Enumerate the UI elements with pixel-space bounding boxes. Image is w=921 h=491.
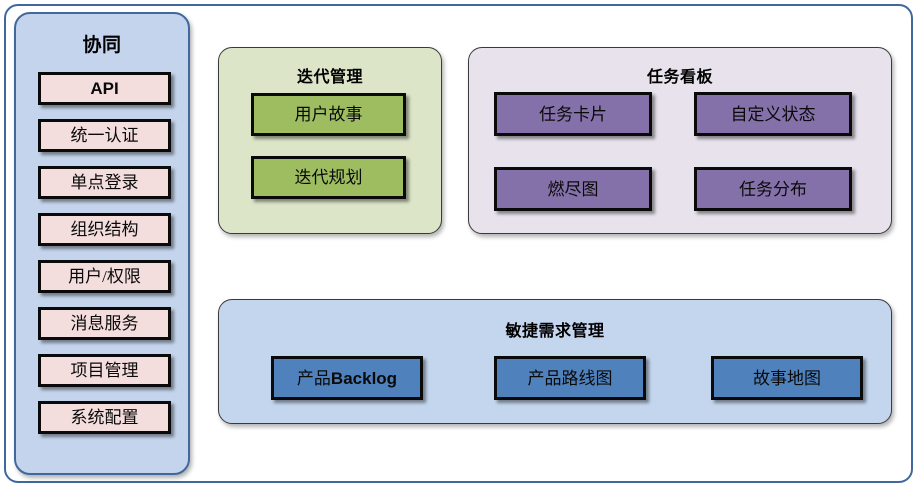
- collaboration-panel[interactable]: 协同 API 统一认证 单点登录 组织结构 用户/权限 消息服务 项目管理 系统…: [14, 12, 190, 475]
- collab-item-project-management[interactable]: 项目管理: [38, 354, 171, 387]
- taskboard-item-burndown-chart-label: 燃尽图: [547, 179, 599, 199]
- taskboard-item-burndown-chart[interactable]: 燃尽图: [494, 167, 652, 211]
- collab-item-api-label: API: [90, 79, 119, 98]
- iteration-panel[interactable]: 迭代管理 用户故事 迭代规划: [218, 47, 442, 234]
- taskboard-item-task-distribution[interactable]: 任务分布: [694, 167, 852, 211]
- agile-item-story-map[interactable]: 故事地图: [711, 356, 863, 400]
- collab-item-org-structure-label: 组织结构: [70, 220, 139, 239]
- agile-item-story-map-label: 故事地图: [753, 368, 821, 388]
- collab-item-system-config-label: 系统配置: [70, 408, 139, 427]
- collab-item-message-service[interactable]: 消息服务: [38, 307, 171, 340]
- collab-item-sso[interactable]: 单点登录: [38, 166, 171, 199]
- taskboard-item-task-card[interactable]: 任务卡片: [494, 92, 652, 136]
- collab-item-message-service-label: 消息服务: [70, 314, 139, 333]
- collab-item-unified-auth-label: 统一认证: [70, 126, 139, 145]
- taskboard-item-custom-status-label: 自定义状态: [730, 104, 816, 124]
- collab-item-api[interactable]: API: [38, 72, 171, 105]
- collab-item-user-permission[interactable]: 用户/权限: [38, 260, 171, 293]
- taskboard-panel[interactable]: 任务看板 任务卡片 自定义状态 燃尽图 任务分布: [468, 47, 892, 234]
- collab-item-system-config[interactable]: 系统配置: [38, 401, 171, 434]
- collab-item-project-management-label: 项目管理: [70, 361, 139, 380]
- agile-item-product-roadmap-label: 产品路线图: [527, 368, 613, 388]
- iteration-panel-title: 迭代管理: [296, 69, 363, 86]
- iteration-item-iteration-planning[interactable]: 迭代规划: [251, 156, 406, 199]
- taskboard-panel-title: 任务看板: [646, 69, 713, 86]
- agile-item-product-backlog-label-cjk: 产品: [296, 368, 331, 388]
- collab-item-user-permission-label: 用户/权限: [68, 267, 141, 286]
- collab-item-unified-auth[interactable]: 统一认证: [38, 119, 171, 152]
- agile-requirements-panel-title: 敏捷需求管理: [505, 323, 605, 340]
- collab-item-org-structure[interactable]: 组织结构: [38, 213, 171, 246]
- outer-frame: [4, 4, 913, 483]
- collab-item-sso-label: 单点登录: [70, 173, 139, 192]
- taskboard-item-custom-status[interactable]: 自定义状态: [694, 92, 852, 136]
- agile-item-product-backlog-label-latin: Backlog: [330, 368, 398, 388]
- taskboard-item-task-distribution-label: 任务分布: [739, 179, 807, 199]
- collaboration-panel-title: 协同: [82, 35, 122, 56]
- iteration-item-user-story-label: 用户故事: [294, 105, 363, 124]
- taskboard-item-task-card-label: 任务卡片: [539, 104, 607, 124]
- iteration-item-iteration-planning-label: 迭代规划: [294, 168, 363, 187]
- iteration-item-user-story[interactable]: 用户故事: [251, 93, 406, 136]
- agile-item-product-roadmap[interactable]: 产品路线图: [494, 356, 646, 400]
